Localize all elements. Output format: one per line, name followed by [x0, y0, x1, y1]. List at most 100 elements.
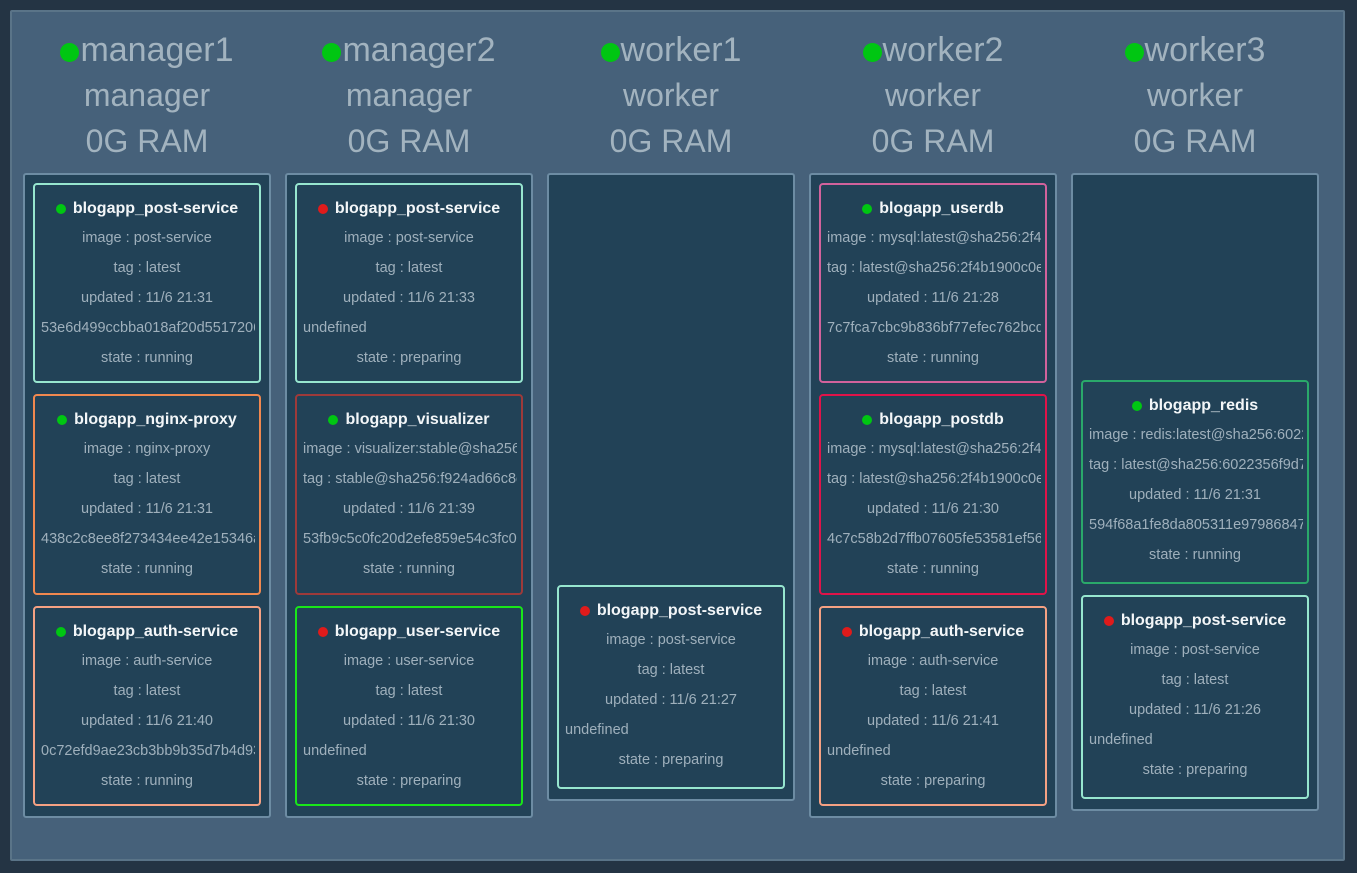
- task-tag: tag : latest@sha256:6022356f9d729cd2e5: [1089, 457, 1303, 473]
- task-updated: updated : 11/6 21:31: [1129, 487, 1261, 503]
- task-name: blogapp_post-service: [72, 200, 239, 218]
- node-name: manager2: [342, 31, 496, 69]
- node-ram: 0G RAM: [347, 123, 471, 159]
- task-name: blogapp_postdb: [879, 411, 1004, 429]
- node-status-dot-icon: [600, 42, 620, 62]
- task-image: image : redis:latest@sha256:6022356f9d72…: [1089, 427, 1303, 443]
- node-role: worker: [622, 77, 719, 113]
- task-id: 438c2c8ee8f273434ee42e15346a1e: [41, 531, 255, 548]
- task-tag: tag : latest: [113, 260, 181, 277]
- task-status-dot-icon: [317, 204, 328, 215]
- task-state: state : preparing: [618, 752, 724, 768]
- node-name-row: manager1: [16, 28, 278, 72]
- task-updated: updated : 11/6 21:30: [343, 712, 475, 729]
- task-id: 594f68a1fe8da805311e979868475f4c: [1089, 517, 1303, 533]
- task-title-row: blogapp_postdb: [825, 406, 1041, 434]
- node-header: manager2 manager 0G RAM: [278, 18, 540, 164]
- task-title-row: blogapp_post-service: [301, 195, 517, 223]
- task-image: image : post-service: [1130, 642, 1260, 658]
- task-updated: updated : 11/6 21:27: [605, 692, 737, 708]
- task-updated: updated : 11/6 21:41: [867, 712, 999, 729]
- node-name-row: manager2: [278, 28, 540, 72]
- task-title-row: blogapp_post-service: [39, 195, 255, 223]
- task-state: state : running: [101, 561, 193, 578]
- task-state: state : preparing: [880, 772, 986, 789]
- task-id: 53fb9c5c0fc20d2efe859e54c3fc052f: [303, 531, 517, 548]
- task-title-row: blogapp_visualizer: [301, 406, 517, 434]
- task-image: image : post-service: [344, 230, 474, 247]
- task-image: image : visualizer:stable@sha256:f924ad6…: [303, 441, 517, 458]
- task-state: state : preparing: [1142, 762, 1248, 778]
- task-id: 0c72efd9ae23cb3bb9b35d7b4d9341: [41, 742, 255, 759]
- node-ram: 0G RAM: [609, 123, 733, 159]
- task-status-dot-icon: [317, 626, 328, 637]
- task-name: blogapp_user-service: [334, 622, 501, 640]
- task-name: blogapp_userdb: [879, 200, 1004, 218]
- task-updated: updated : 11/6 21:33: [343, 290, 475, 307]
- node-ram: 0G RAM: [1133, 123, 1257, 159]
- task-image: image : auth-service: [81, 652, 213, 669]
- task-state: state : preparing: [356, 350, 462, 367]
- task-title-row: blogapp_userdb: [825, 195, 1041, 223]
- node-name-row: worker3: [1064, 28, 1326, 72]
- task-title-row: blogapp_nginx-proxy: [39, 406, 255, 434]
- node-name-row: worker1: [540, 28, 802, 72]
- task-name: blogapp_visualizer: [345, 411, 490, 429]
- task-tag: tag : latest: [1161, 672, 1229, 688]
- node-name: manager1: [80, 31, 234, 69]
- node-header: worker3 worker 0G RAM: [1064, 18, 1326, 164]
- task-updated: updated : 11/6 21:26: [1129, 702, 1261, 718]
- task-tag: tag : latest: [375, 260, 443, 277]
- task-name: blogapp_auth-service: [858, 622, 1025, 640]
- task-name: blogapp_post-service: [334, 200, 501, 218]
- task-tag: tag : latest: [113, 471, 181, 488]
- task-id: 7c7fca7cbc9b836bf77efec762bcd227: [827, 320, 1041, 337]
- task-id: undefined: [303, 320, 367, 337]
- node-name: worker1: [620, 31, 742, 69]
- task-status-dot-icon: [862, 415, 873, 426]
- node-name: worker3: [1144, 31, 1266, 69]
- task-status-dot-icon: [328, 415, 339, 426]
- task-updated: updated : 11/6 21:28: [867, 290, 999, 307]
- node-role: manager: [345, 77, 473, 113]
- task-updated: updated : 11/6 21:40: [81, 712, 213, 729]
- task-updated: updated : 11/6 21:31: [81, 501, 213, 518]
- task-image: image : mysql:latest@sha256:2f4b1900c0ee…: [827, 441, 1041, 458]
- task-tag: tag : latest: [637, 662, 705, 678]
- task-status-dot-icon: [841, 626, 852, 637]
- task-name: blogapp_post-service: [596, 602, 763, 619]
- node-manager2: manager2 manager 0G RAM blogapp_post-servic…: [278, 18, 540, 818]
- task-updated: updated : 11/6 21:30: [867, 501, 999, 518]
- task-status-dot-icon: [579, 606, 590, 616]
- node-role: worker: [1146, 77, 1243, 113]
- task-title-row: blogapp_post-service: [563, 597, 779, 625]
- task-name: blogapp_auth-service: [72, 622, 239, 640]
- task-tag: tag : latest: [113, 682, 181, 699]
- node-name: worker2: [882, 31, 1004, 69]
- task-tag: tag : latest@sha256:2f4b1900c0ee53e8e5: [827, 260, 1041, 277]
- task-image: image : user-service: [343, 652, 475, 669]
- task-tag: tag : latest@sha256:2f4b1900c0ee53e8e5: [827, 471, 1041, 488]
- task-id: undefined: [565, 722, 629, 738]
- task-id: undefined: [303, 742, 367, 759]
